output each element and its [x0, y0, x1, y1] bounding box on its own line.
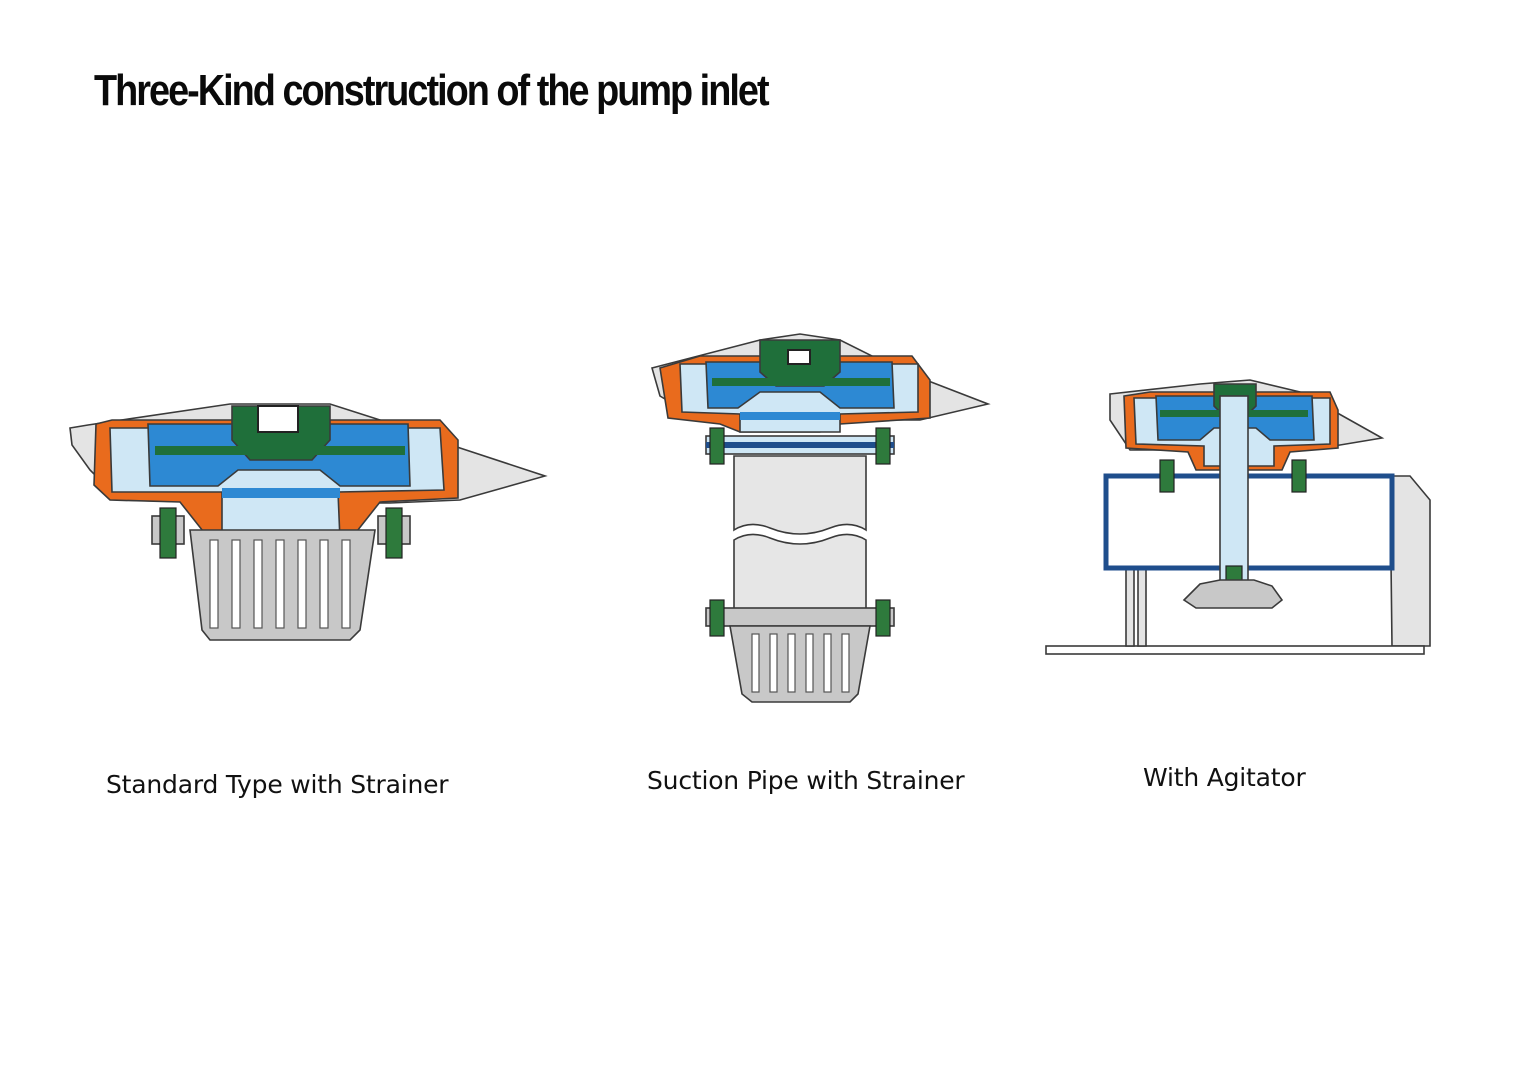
inlet-ring: [222, 488, 340, 498]
agitator-shaft: [1219, 395, 1249, 583]
strainer-slots: [209, 539, 351, 629]
page-title: Three-Kind construction of the pump inle…: [94, 66, 770, 115]
bolt: [1159, 459, 1175, 493]
bolt: [709, 599, 725, 637]
tank-floor: [1045, 645, 1425, 655]
tank-wall: [1389, 475, 1431, 647]
bolt: [1291, 459, 1307, 493]
support-leg: [1125, 567, 1135, 647]
impeller-vane: [712, 378, 890, 386]
bolt: [875, 599, 891, 637]
suction-pipe-diagram: [651, 333, 991, 703]
strainer-basket: [729, 625, 871, 703]
bolt: [159, 507, 177, 559]
bolt: [385, 507, 403, 559]
suction-pipe-upper: [733, 455, 867, 535]
caption-suction-pipe: Suction Pipe with Strainer: [647, 766, 965, 795]
suction-pipe-lower: [733, 533, 867, 611]
shaft-bore: [787, 349, 811, 365]
bolt: [709, 427, 725, 465]
standard-type-diagram: [69, 403, 548, 641]
bolt: [875, 427, 891, 465]
strainer-slots: [751, 633, 850, 693]
mounting-frame: [1103, 473, 1395, 571]
agitator-blade: [1182, 579, 1284, 609]
upper-flange-strip: [706, 442, 894, 448]
caption-standard-type: Standard Type with Strainer: [106, 770, 449, 799]
impeller-vane: [155, 446, 405, 455]
caption-with-agitator: With Agitator: [1143, 763, 1306, 792]
inlet-ring: [740, 412, 840, 420]
agitator-diagram: [1045, 379, 1431, 655]
lower-flange: [705, 607, 895, 627]
shaft-bore: [257, 405, 299, 433]
support-leg: [1137, 567, 1147, 647]
